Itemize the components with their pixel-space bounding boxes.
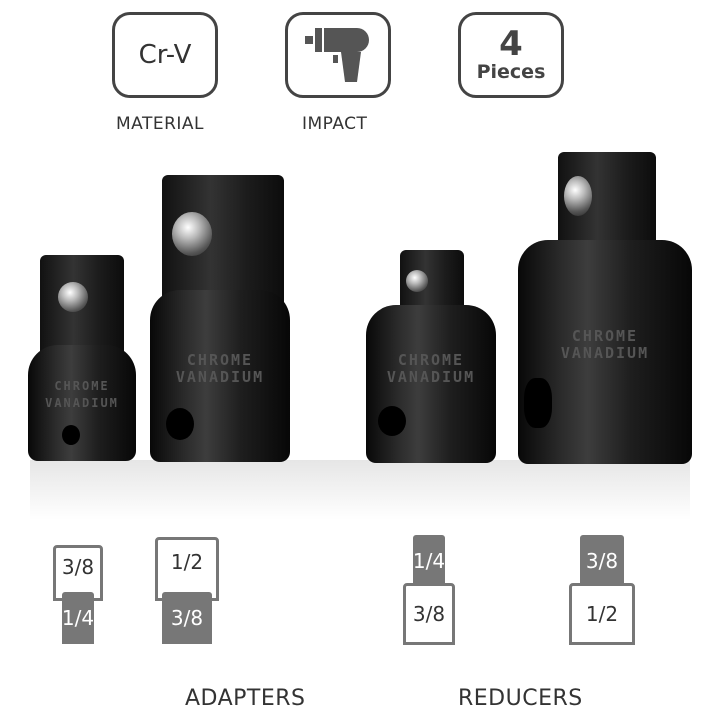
adapter2-top-size: 1/2 [155, 537, 219, 601]
floor-shadow [30, 460, 690, 520]
pieces-label: Pieces [476, 61, 546, 83]
pieces-badge: 4 Pieces [458, 12, 564, 98]
engraving-line1: CHROME [54, 379, 110, 393]
adapter1-bottom-size: 1/4 [62, 592, 94, 644]
reducer2-top-size: 3/8 [580, 535, 624, 587]
impact-wrench-icon [305, 28, 369, 82]
engraving-line2: VANADIUM [45, 396, 119, 410]
reducer1-top-size: 1/4 [413, 535, 445, 587]
adapter1-top-size: 3/8 [53, 545, 103, 601]
pieces-count: 4 [499, 24, 523, 64]
material-badge: Cr-V [112, 12, 218, 98]
adapter2-bottom-size: 3/8 [162, 592, 212, 644]
material-caption: MATERIAL [116, 114, 205, 134]
reducers-label: REDUCERS [458, 686, 583, 711]
material-value: Cr-V [138, 40, 192, 70]
impact-caption: IMPACT [302, 114, 368, 134]
adapters-label: ADAPTERS [185, 686, 306, 711]
reducer1-bottom-size: 3/8 [403, 583, 455, 645]
impact-badge [285, 12, 391, 98]
reducer2-bottom-size: 1/2 [569, 583, 635, 645]
